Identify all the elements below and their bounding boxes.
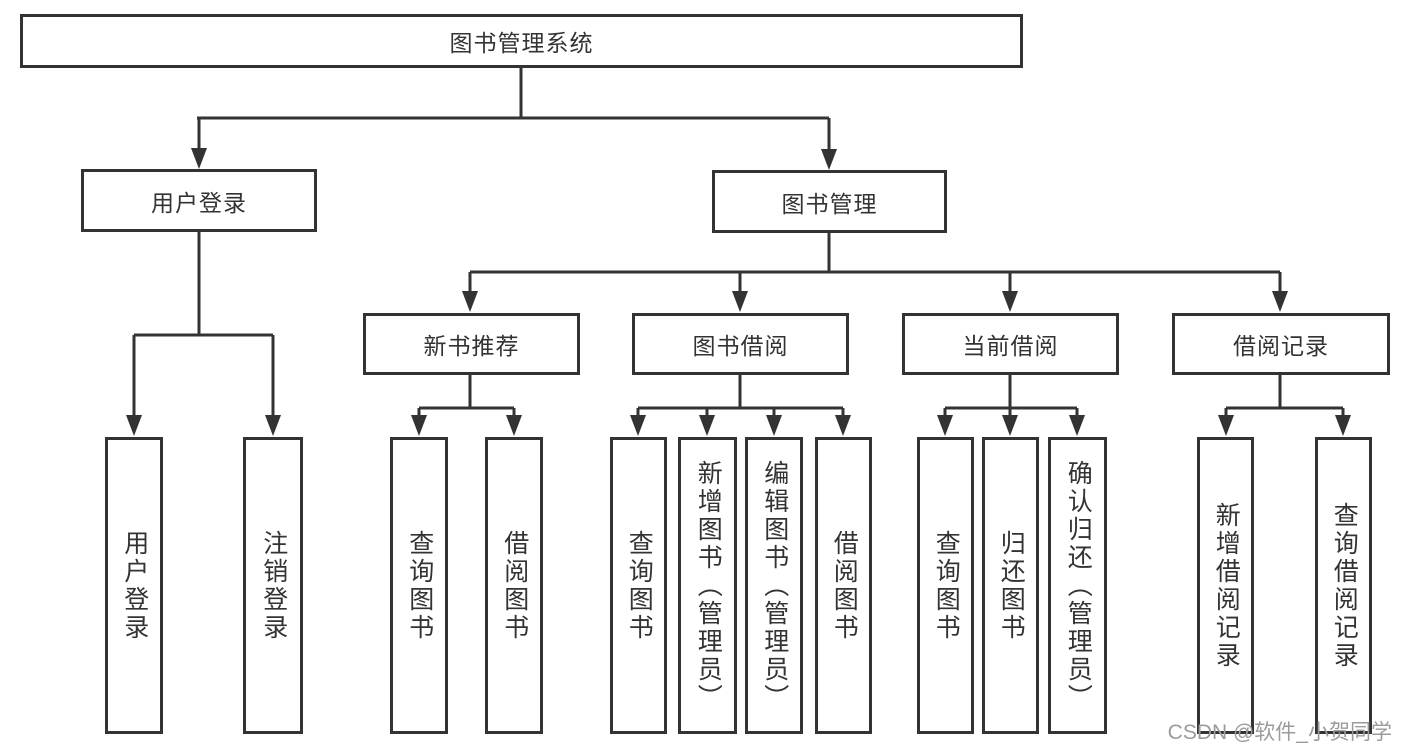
node-user-login: 用户登录 <box>81 169 317 232</box>
node-borrow-records: 借阅记录 <box>1172 313 1390 375</box>
connector-root-to-level2 <box>191 68 837 170</box>
leaf-borrow-query-books: 查询图书 <box>610 437 667 734</box>
connector-current-borrow-children <box>937 375 1085 436</box>
node-book-management: 图书管理 <box>712 170 947 233</box>
connector-user-login-children <box>126 232 281 436</box>
leaf-edit-books-admin: 编辑图书（管理员） <box>745 437 803 734</box>
connector-new-book-recommend-children <box>411 375 522 436</box>
leaf-recommend-borrow-books: 借阅图书 <box>485 437 543 734</box>
leaf-add-borrow-record: 新增借阅记录 <box>1197 437 1254 734</box>
leaf-add-books-admin: 新增图书（管理员） <box>678 437 737 734</box>
leaf-return-books: 归还图书 <box>982 437 1039 734</box>
connector-book-borrow-children <box>630 375 851 436</box>
connector-book-management-children <box>462 233 1288 312</box>
leaf-user-login: 用户登录 <box>105 437 163 734</box>
leaf-confirm-return-admin: 确认归还（管理员） <box>1048 437 1107 734</box>
leaf-query-borrow-record: 查询借阅记录 <box>1315 437 1372 734</box>
leaf-recommend-query-books: 查询图书 <box>390 437 448 734</box>
connector-borrow-records-children <box>1218 375 1351 436</box>
node-root-system: 图书管理系统 <box>20 14 1023 68</box>
node-current-borrow: 当前借阅 <box>902 313 1119 375</box>
leaf-logout: 注销登录 <box>243 437 303 734</box>
watermark: CSDN @软件_小贺同学 <box>1167 721 1392 744</box>
node-new-book-recommend: 新书推荐 <box>363 313 580 375</box>
node-book-borrow: 图书借阅 <box>632 313 849 375</box>
leaf-current-query-books: 查询图书 <box>917 437 974 734</box>
leaf-borrow-books: 借阅图书 <box>815 437 872 734</box>
